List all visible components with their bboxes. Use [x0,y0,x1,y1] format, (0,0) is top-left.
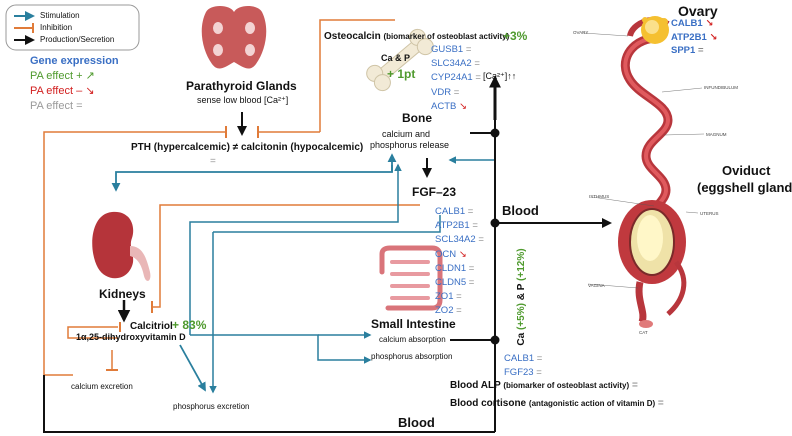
anatomy-magnum-label: MAGNUM [706,132,727,137]
anatomy-cat-label: CAT [639,330,648,335]
bone-gene-list: GUSB1 = SLC34A2 = CYP24A1 = VDR = ACTB ↘ [431,43,481,114]
osteocalcin-label: Osteocalcin (biomarker of osteoblast act… [324,31,510,42]
calcium-absorption-label: calcium absorption [379,335,446,344]
oviduct-title: Oviduct [722,163,771,178]
phosphorus-excretion-label: phosphorus excretion [173,402,250,411]
blood-node-intestine [490,335,500,345]
bone-icon [366,28,434,92]
blood-bottom-line [43,375,495,433]
kidney-icon [92,211,151,281]
gene-row: VDR = [431,86,460,98]
oviduct-subtitle: (eggshell gland) [697,180,792,195]
bone-pt-effect: + 1pt [387,67,416,81]
pth-effect: = [210,156,216,167]
calcitriol-feedback [67,326,118,339]
legend-production-label: Production/Secretion [40,35,115,44]
gene-row: OCN ↘ [435,248,467,260]
legend-stimulation-label: Stimulation [40,11,80,20]
ovary-title: Ovary [678,3,718,19]
calcium-excretion-label: calcium excretion [71,382,133,391]
gene-row: CYP24A1 = [431,72,481,84]
legend-pa-eq: PA effect = [30,100,83,112]
vitamin-d-label: 1α,25-dihydroxyvitamin D [76,332,186,342]
intestine-icon [379,245,443,311]
fgf-link-line [213,215,441,233]
gene-row: SPP1 = [671,45,704,56]
ca-ion-label: [Ca²⁺]↑↑ [483,71,517,81]
bone-to-parathyroid-inhibition [319,19,395,132]
gene-row: ZO2 = [435,305,462,317]
gene-row: ATP2B1 ↘ [671,31,718,43]
small-intestine-title: Small Intestine [371,317,456,331]
gene-row: SLC34A2 = [431,58,480,70]
fgf23-label: FGF–23 [412,185,457,199]
bone-desc-2: phosphorus release [370,140,450,150]
gene-row: CALB1 = [504,353,543,364]
ca-p-vertical-label: Ca (+5%) & P (+12%) [516,248,527,346]
gene-row: ATP2B1 = [435,220,478,232]
ovary-gene-list: CALB1 ↘ ATP2B1 ↘ SPP1 = [671,17,717,58]
gene-row: CLDN1 = [435,262,475,274]
osteocalcin-effect: +3% [503,29,528,43]
blood-node-bone [490,128,500,138]
pth-to-kidney-arrow [111,165,393,192]
kidneys-title: Kidneys [99,287,146,301]
gene-row: CLDN5 = [435,277,475,289]
anatomy-vagina-label: VAGINA [588,283,605,288]
gene-row: FGF23 = [504,367,542,379]
vitd-to-p-excretion [179,344,206,392]
blood-right-label: Blood [502,203,539,218]
gene-row: GUSB1 = [431,44,472,55]
blood-cortisone-label: Blood cortisone (antagonistic action of … [450,398,664,409]
fgf23-to-kidney-inhibition [159,204,420,300]
bone-ca-p-label: Ca & P [381,53,411,63]
gene-row: CALB1 = [435,206,474,217]
anatomy-infundibulum-label: INFUNDIBULUM [704,85,739,90]
calcitriol-to-p-absorption [190,334,372,364]
gene-row: SCL34A2 = [435,234,484,246]
fgf23-kidney-connector [152,300,161,308]
blood-alp-label: Blood ALP (biomarker of osteoblast activ… [450,380,638,391]
calcitriol-label: Calcitriol [130,321,173,332]
parathyroid-subtitle: sense low blood [Ca²⁺] [197,95,289,105]
intestine-gene-list: CALB1 = ATP2B1 = SCL34A2 = OCN ↘ CLDN1 =… [435,205,484,319]
anatomy-uterus-label: UTERUS [700,211,719,216]
pth-calcitonin-label: PTH (hypercalcemic) ≠ calcitonin (hypoca… [131,142,364,153]
gene-row: CALB1 ↘ [671,18,714,29]
calcitriol-effect: + 83% [172,318,207,332]
parathyroid-title: Parathyroid Glands [186,79,297,93]
legend-box [5,4,140,51]
phosphorus-absorption-label: phosphorus absorption [371,352,453,361]
legend-inhibition-label: Inhibition [40,23,73,32]
anatomy-isthmus-label: ISTHMUS [589,194,610,199]
gene-row: ACTB ↘ [431,100,467,112]
bone-desc-1: calcium and [382,129,431,139]
parathyroid-icon [201,6,267,69]
blood-node-oviduct [490,218,500,228]
gene-row: ZO1 = [435,291,462,303]
legend-pa-plus: PA effect + ↗ [30,70,95,82]
pth-to-kidney-inhibition [43,131,226,376]
blood-bottom-label: Blood [398,415,435,430]
bone-title: Bone [402,111,432,125]
oviduct-illustration [582,16,705,328]
calcitriol-to-bone-arrow [189,163,402,335]
anatomy-ovary-label: OVARY [573,30,589,35]
blood-gene-list: CALB1 = FGF23 = [504,352,542,380]
legend-pa-minus: PA effect – ↘ [30,85,95,97]
legend-gene-expression: Gene expression [30,55,119,67]
